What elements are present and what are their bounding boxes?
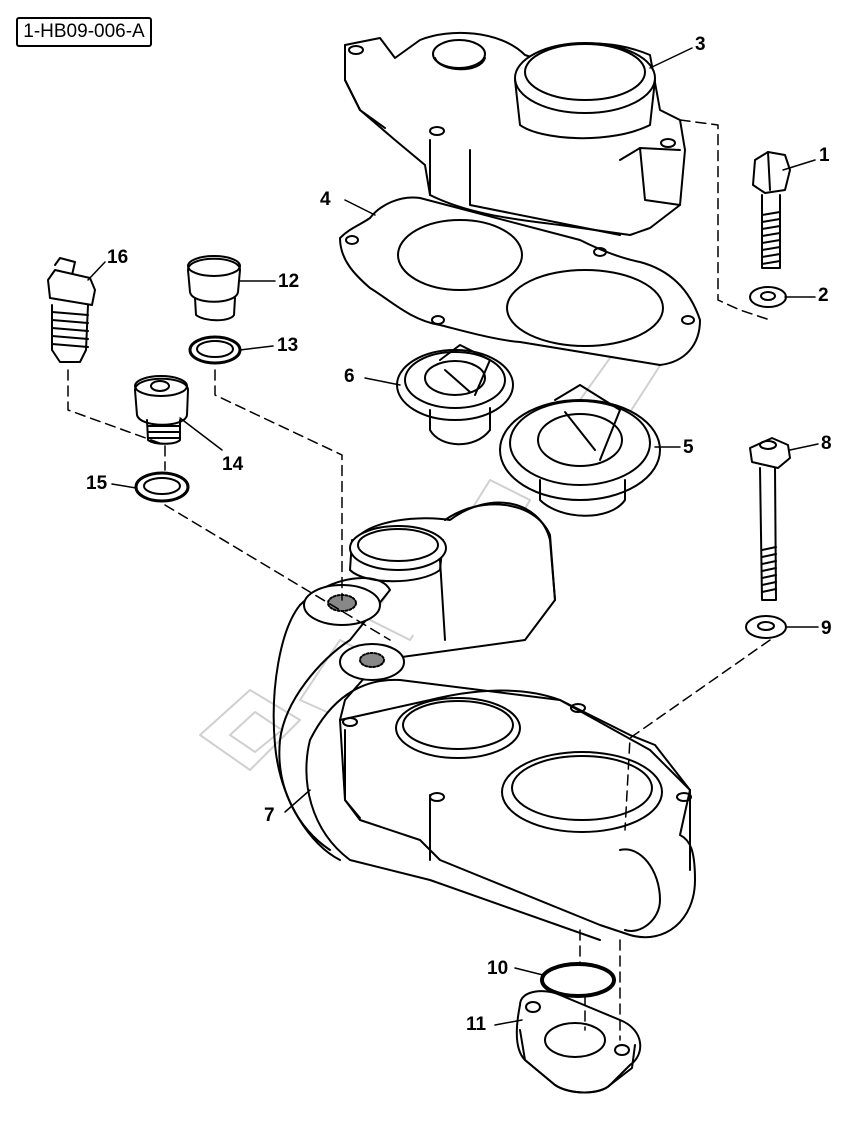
hex-plug-part-14	[134, 375, 189, 445]
callout-9: 9	[821, 618, 832, 639]
callout-2: 2	[818, 285, 829, 306]
thermostat-part-5	[499, 384, 661, 517]
seal-ring-part-15	[134, 471, 190, 503]
callout-13: 13	[277, 335, 299, 356]
callout-8: 8	[821, 433, 832, 454]
callout-11: 11	[466, 1014, 487, 1035]
leader-lines	[87, 47, 819, 1026]
lower-housing-part-7	[272, 501, 696, 941]
washer-part-2	[749, 286, 787, 308]
callout-1: 1	[819, 145, 830, 166]
cap-screw-part-8	[749, 437, 791, 601]
upper-housing-part-3	[344, 31, 686, 236]
callout-12: 12	[278, 271, 300, 292]
callout-14: 14	[222, 454, 244, 475]
callout-10: 10	[487, 958, 509, 979]
thermostat-part-6	[396, 344, 514, 446]
callout-3: 3	[695, 34, 706, 55]
flange-part-11	[515, 990, 642, 1094]
diagram-reference-code: 1-HB09-006-A	[16, 17, 152, 47]
o-ring-part-10	[540, 962, 616, 998]
callout-4: 4	[320, 189, 331, 210]
callout-6: 6	[344, 366, 355, 387]
plug-part-12	[187, 255, 241, 322]
temperature-sensor-part-16	[47, 257, 96, 363]
callout-5: 5	[683, 437, 694, 458]
assembly-lines	[67, 119, 771, 1041]
callout-15: 15	[86, 473, 108, 494]
seal-ring-part-13	[188, 335, 242, 365]
bolt-part-1	[752, 151, 791, 269]
washer-part-9	[745, 615, 787, 639]
gasket-part-4	[339, 196, 701, 366]
callout-7: 7	[264, 805, 275, 826]
callout-16: 16	[107, 247, 129, 268]
